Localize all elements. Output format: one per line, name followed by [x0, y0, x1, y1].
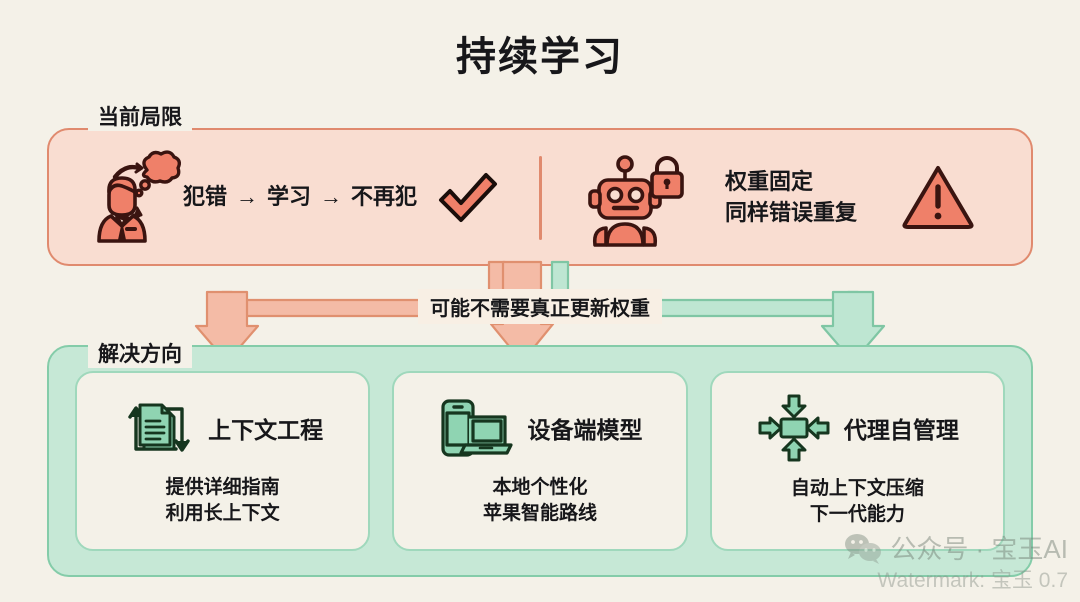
- limitation-item-model: 权重固定 同样错误重复: [542, 128, 1033, 266]
- limitation-model-line1: 权重固定: [725, 168, 814, 194]
- flow-step-1: 犯错: [183, 184, 228, 210]
- card-desc-line2: 利用长上下文: [165, 503, 280, 524]
- limitation-item-human: 犯错 → 学习 → 不再犯: [47, 128, 539, 266]
- limitation-model-text: 权重固定 同样错误重复: [725, 166, 857, 228]
- card-head: 上下文工程: [122, 393, 323, 463]
- card-title: 设备端模型: [527, 416, 643, 443]
- flow-step-3: 不再犯: [351, 184, 418, 210]
- flow-arrow-1: →: [236, 184, 259, 210]
- card-desc-line1: 本地个性化: [492, 476, 588, 498]
- limitation-flow-text: 犯错 → 学习 → 不再犯: [183, 181, 417, 212]
- phone-laptop-icon: [437, 393, 515, 463]
- card-description: 提供详细指南 利用长上下文: [166, 475, 280, 527]
- card-desc-line2: 下一代能力: [809, 504, 905, 525]
- solution-card-context-engineering[interactable]: 上下文工程 提供详细指南 利用长上下文: [75, 371, 371, 551]
- person-thinking-icon: [97, 150, 183, 243]
- card-description: 本地个性化 苹果智能路线: [483, 475, 597, 527]
- solution-card-agent-self-management[interactable]: 代理自管理 自动上下文压缩 下一代能力: [709, 371, 1005, 551]
- robot-lock-icon: [587, 147, 687, 247]
- limits-divider: [539, 156, 542, 240]
- card-head: 代理自管理: [756, 392, 959, 464]
- check-icon: [435, 168, 501, 226]
- documents-cycle-icon: [122, 393, 196, 463]
- solution-card-on-device-model[interactable]: 设备端模型 本地个性化 苹果智能路线: [392, 371, 688, 551]
- card-title: 代理自管理: [843, 416, 959, 443]
- card-description: 自动上下文压缩 下一代能力: [791, 476, 924, 528]
- limitation-model-line2: 同样错误重复: [725, 200, 858, 225]
- flow-arrow-2: →: [320, 184, 343, 210]
- page-title: 持续学习: [456, 35, 624, 79]
- current-limitations-label: 当前局限: [88, 101, 192, 131]
- card-desc-line2: 苹果智能路线: [482, 503, 597, 524]
- solution-directions-label: 解决方向: [88, 338, 192, 368]
- flow-step-2: 学习: [267, 184, 312, 210]
- card-desc-line1: 提供详细指南: [165, 476, 280, 498]
- compress-arrows-icon: [756, 392, 832, 464]
- card-head: 设备端模型: [437, 393, 642, 463]
- warning-triangle-icon: [901, 163, 975, 231]
- connector-label: 可能不需要真正更新权重: [418, 289, 662, 324]
- card-title: 上下文工程: [208, 416, 324, 443]
- card-desc-line1: 自动上下文压缩: [790, 477, 924, 499]
- solution-cards-row: 上下文工程 提供详细指南 利用长上下文: [47, 345, 1033, 577]
